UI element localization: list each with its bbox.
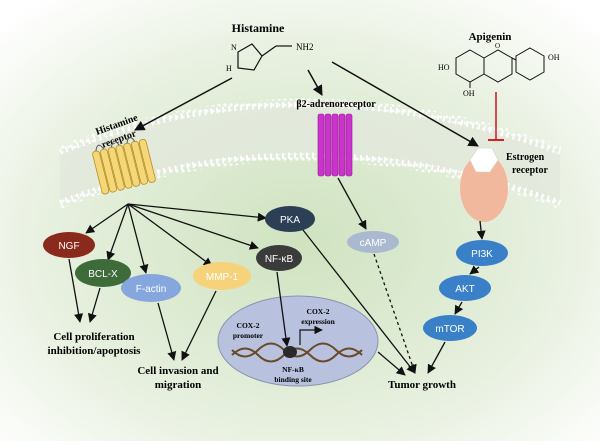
node-pka: PKA xyxy=(265,206,315,232)
outcome-invasion: Cell invasion and migration xyxy=(137,365,218,391)
node-mmp: MMP-1 xyxy=(193,262,251,290)
svg-text:PKA: PKA xyxy=(280,215,300,226)
histamine-receptor: Histamine receptor xyxy=(92,112,156,195)
svg-text:Tumor growth: Tumor growth xyxy=(388,379,456,391)
svg-text:migration: migration xyxy=(155,379,201,391)
beta2-label: β2-adrenoreceptor xyxy=(296,99,376,110)
svg-text:PI3K: PI3K xyxy=(471,249,493,260)
svg-text:NF-κB: NF-κB xyxy=(265,254,294,265)
cox2-expression-2: expression xyxy=(301,317,335,326)
histamine-receptor-arrows xyxy=(85,203,267,274)
apigenin-oh-bottom: OH xyxy=(463,89,475,98)
svg-text:NGF: NGF xyxy=(58,241,79,252)
svg-text:MMP-1: MMP-1 xyxy=(206,272,239,283)
nfkb-binding-2: binding site xyxy=(274,375,312,384)
apigenin-molecule: Apigenin HO OH OH O xyxy=(438,31,560,98)
outcome-proliferation: Cell proliferation inhibition/apoptosis xyxy=(48,331,142,357)
svg-text:inhibition/apoptosis: inhibition/apoptosis xyxy=(48,345,142,357)
svg-text:AKT: AKT xyxy=(455,284,474,295)
node-camp: cAMP xyxy=(347,231,399,253)
histamine-molecule: Histamine NH2 N H xyxy=(226,21,314,73)
nucleus: COX-2 promoter COX-2 expression NF-κB bi… xyxy=(217,295,379,387)
beta2-receptor: β2-adrenoreceptor xyxy=(296,99,376,177)
node-factin: F-actin xyxy=(121,274,181,302)
node-ngf: NGF xyxy=(43,232,95,258)
histamine-title: Histamine xyxy=(232,21,285,35)
svg-text:mTOR: mTOR xyxy=(435,324,464,335)
svg-text:Cell proliferation: Cell proliferation xyxy=(53,331,134,343)
apigenin-inhibition xyxy=(488,92,504,141)
apigenin-ho: HO xyxy=(438,63,450,72)
arrow-histamine-to-beta2 xyxy=(307,69,323,96)
node-bclx: BCL-X xyxy=(75,259,131,287)
downstream-arrows xyxy=(68,177,486,376)
histamine-hn: H xyxy=(226,64,232,73)
cox2-promoter-2: promoter xyxy=(233,331,264,340)
node-nfkb: NF-κB xyxy=(256,245,302,271)
estrogen-label-1: Estrogen xyxy=(506,152,545,163)
node-akt: AKT xyxy=(439,275,491,301)
apigenin-o: O xyxy=(495,42,500,50)
svg-text:Cell invasion and: Cell invasion and xyxy=(137,365,218,377)
svg-text:cAMP: cAMP xyxy=(360,238,387,249)
apigenin-title: Apigenin xyxy=(469,31,512,43)
cox2-promoter-1: COX-2 xyxy=(237,321,260,330)
apigenin-oh-right: OH xyxy=(548,53,560,62)
histamine-n: N xyxy=(231,43,237,52)
outcome-tumor-growth: Tumor growth xyxy=(388,379,456,391)
arrow-histamine-to-h-receptor xyxy=(134,77,233,131)
cox2-expression-1: COX-2 xyxy=(307,307,330,316)
nfkb-binding-1: NF-κB xyxy=(282,365,304,374)
svg-text:BCL-X: BCL-X xyxy=(88,269,118,280)
node-pi3k: PI3K xyxy=(456,240,508,266)
svg-text:F-actin: F-actin xyxy=(136,284,167,295)
estrogen-receptor: Estrogen receptor xyxy=(460,147,548,222)
node-mtor: mTOR xyxy=(423,315,477,341)
estrogen-label-2: receptor xyxy=(512,165,548,176)
arrow-histamine-to-estrogen xyxy=(331,61,479,147)
histamine-nh2: NH2 xyxy=(296,42,314,52)
